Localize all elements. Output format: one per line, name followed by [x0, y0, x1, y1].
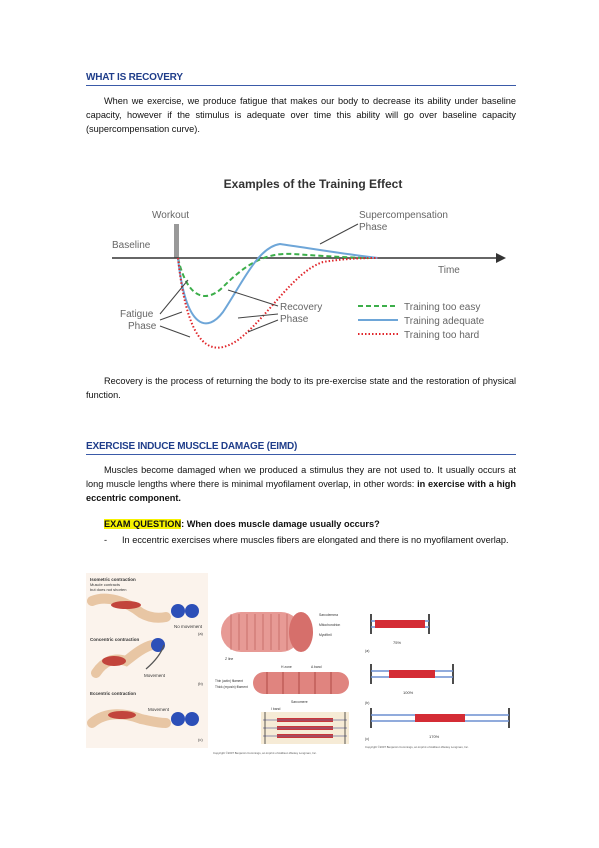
label-c-sarcomere: (c): [365, 737, 369, 741]
curve-training-adequate: [177, 242, 379, 325]
sarcomere-75: [370, 614, 430, 634]
movement-arrow-concentric: [145, 644, 165, 670]
arm-eccentric: [87, 709, 171, 728]
sarcomere-figure-background: [363, 612, 519, 750]
sarcolemma-label: Sarcolemma: [319, 613, 338, 617]
percent-170: 170%: [429, 734, 440, 739]
percent-75: 75%: [393, 640, 401, 645]
muscle-fiber-figure: Sarcolemma Mitochondrion Myofibril Z lin…: [211, 606, 359, 756]
paragraph-recovery-intro: When we exercise, we produce fatigue tha…: [86, 96, 516, 134]
fatigue-pointer-1: [159, 279, 189, 315]
fatigue-label-2: Phase: [128, 321, 157, 332]
paragraph-eimd-main: Muscles become damaged when we produced …: [86, 465, 516, 489]
weight-eccentric-2: [185, 712, 199, 726]
sarcomere-label: Sarcomere: [291, 700, 308, 704]
curve-training-too-hard: [177, 257, 379, 349]
myofibril-bands: [266, 672, 332, 694]
exam-question-label: EXAM QUESTION: [104, 519, 182, 529]
fiber-striations: [230, 614, 288, 650]
iband-label: I band: [271, 707, 281, 711]
eccentric-title: Eccentric contraction: [90, 691, 136, 696]
muscle-concentric: [102, 656, 126, 666]
movement-label-concentric: Movement: [144, 673, 166, 678]
chart-legend: Training too easy Training adequate Trai…: [358, 302, 485, 341]
legend-label-easy: Training too easy: [404, 302, 480, 313]
time-arrowhead: [496, 253, 506, 263]
fiber-copyright: Copyright ©2007 Benjamin Cummings, an im…: [213, 751, 317, 755]
paragraph-eimd-bold: in exercise with a high eccentric compon…: [86, 479, 516, 503]
chart-title: Examples of the Training Effect: [224, 177, 403, 191]
fatigue-label-1: Fatigue: [120, 309, 154, 320]
myofibril-tube: [253, 672, 349, 694]
curve-training-too-easy: [177, 252, 377, 297]
recovery-label-1: Recovery: [280, 302, 322, 313]
zline-label: Z line: [225, 657, 233, 661]
exam-question: EXAM QUESTION: When does muscle damage u…: [104, 519, 380, 529]
hzone-label: H zone: [281, 665, 292, 669]
thin-filament-label: Thin (actin) filament: [215, 679, 243, 683]
aband-label: A band: [311, 665, 322, 669]
supercomp-label-1: Supercompensation: [359, 210, 448, 221]
exam-question-text: : When does muscle damage usually occurs…: [181, 519, 380, 529]
sarcomere-lengths-figure: 75% (a) 100% (b) 170% (c) Copyright ©200…: [363, 612, 519, 750]
paragraph-eimd: Muscles become damaged when we produced …: [86, 463, 516, 505]
recovery-pointer-3: [247, 319, 279, 333]
fatigue-pointer-2: [159, 311, 183, 321]
sarcomere-copyright: Copyright ©2007 Benjamin Cummings, an im…: [365, 745, 469, 749]
recovery-pointer-2: [237, 313, 279, 319]
isometric-sub-1: Muscle contracts: [90, 582, 120, 587]
muscle-eccentric: [108, 711, 136, 719]
muscle-isometric: [111, 601, 141, 609]
label-a-sarcomere: (a): [365, 649, 369, 653]
weight-eccentric: [171, 712, 185, 726]
weight-isometric: [171, 604, 185, 618]
fiber-cylinder: [221, 612, 301, 652]
supercomp-label-2: Phase: [359, 222, 388, 233]
myofibril-label: Myofibril: [319, 633, 332, 637]
recovery-label-2: Phase: [280, 314, 309, 325]
label-b-contractions: (b): [198, 681, 204, 686]
legend-label-hard: Training too hard: [404, 330, 479, 341]
percent-100: 100%: [403, 690, 414, 695]
isometric-sub-2: but does not shorten: [90, 587, 126, 592]
paragraph-recovery-definition: Recovery is the process of returning the…: [86, 376, 516, 400]
isometric-title: Isometric contraction: [90, 577, 136, 582]
bullet-answer-text: In eccentric exercises where muscles fib…: [122, 535, 509, 545]
label-b-sarcomere: (b): [365, 701, 369, 705]
section-heading-eimd: EXERCISE INDUCE MUSCLE DAMAGE (EIMD): [86, 441, 516, 455]
arm-isometric: [87, 593, 171, 623]
training-effect-chart: Examples of the Training Effect Workout …: [112, 177, 506, 349]
thick-filament-label: Thick (myosin) filament: [215, 685, 248, 689]
bullet-dash: -: [104, 535, 108, 545]
movement-label-eccentric: Movement: [148, 707, 170, 712]
weight-isometric-2: [185, 604, 199, 618]
recovery-pointer-1: [227, 289, 279, 307]
concentric-title: Concentric contraction: [90, 637, 140, 642]
no-movement-label: No movement: [174, 624, 203, 629]
section-heading-recovery: WHAT IS RECOVERY: [86, 72, 516, 86]
label-a-contractions: (a): [198, 631, 204, 636]
fiber-cross-section: [289, 612, 313, 652]
mitochondrion-label: Mitochondrion: [319, 623, 340, 627]
sarcomere-170: [370, 708, 510, 728]
time-label: Time: [438, 265, 460, 276]
workout-label: Workout: [152, 210, 189, 221]
weight-concentric: [151, 638, 165, 652]
contraction-types-figure: Isometric contraction Muscle contracts b…: [86, 573, 208, 748]
baseline-label: Baseline: [112, 240, 151, 251]
workout-bar: [174, 224, 179, 258]
fatigue-pointer-3: [159, 325, 191, 338]
sarcomere-filaments: [263, 712, 347, 744]
sarcomere-100: [370, 664, 454, 684]
label-c-contractions: (c): [198, 737, 203, 742]
legend-label-adequate: Training adequate: [404, 316, 485, 327]
supercomp-pointer: [319, 223, 359, 245]
